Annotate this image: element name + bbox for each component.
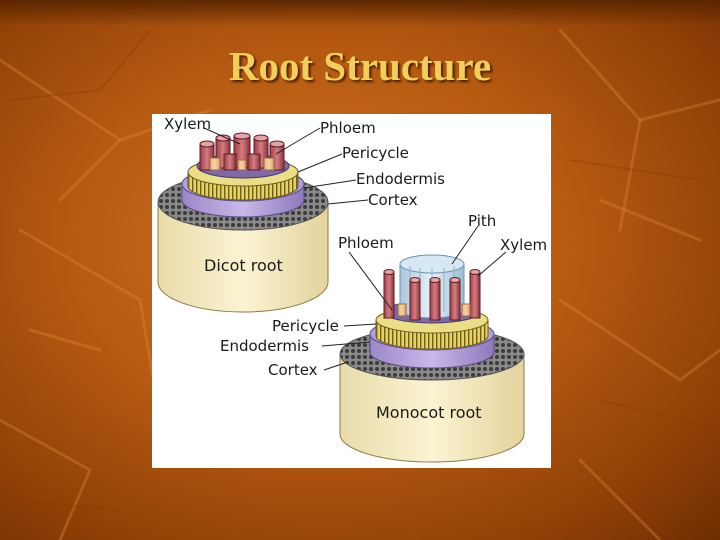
- monocot-root-illustration: [339, 254, 525, 463]
- dicot-root-illustration: [157, 132, 329, 313]
- dicot-pericycle-label: Pericycle: [342, 144, 409, 162]
- dicot-leader-lines: [203, 127, 369, 205]
- root-structure-figure: Xylem Phloem Pericycle Endodermis Cortex…: [152, 114, 551, 468]
- monocot-phloem-label: Phloem: [338, 234, 394, 252]
- slide-title: Root Structure: [228, 43, 492, 89]
- top-band: [0, 0, 720, 26]
- monocot-pericycle-label: Pericycle: [272, 317, 339, 335]
- dicot-phloem-label: Phloem: [320, 119, 376, 137]
- dicot-xylem-label: Xylem: [164, 115, 211, 133]
- monocot-xylem-label: Xylem: [500, 236, 547, 254]
- monocot-root-name: Monocot root: [376, 403, 482, 422]
- monocot-cortex-label: Cortex: [268, 361, 318, 379]
- monocot-leader-lines: [321, 225, 507, 371]
- monocot-pith-label: Pith: [468, 212, 496, 230]
- monocot-endodermis-label: Endodermis: [220, 337, 309, 355]
- dicot-root-name: Dicot root: [204, 256, 283, 275]
- dicot-cortex-label: Cortex: [368, 191, 418, 209]
- dicot-endodermis-label: Endodermis: [356, 170, 445, 188]
